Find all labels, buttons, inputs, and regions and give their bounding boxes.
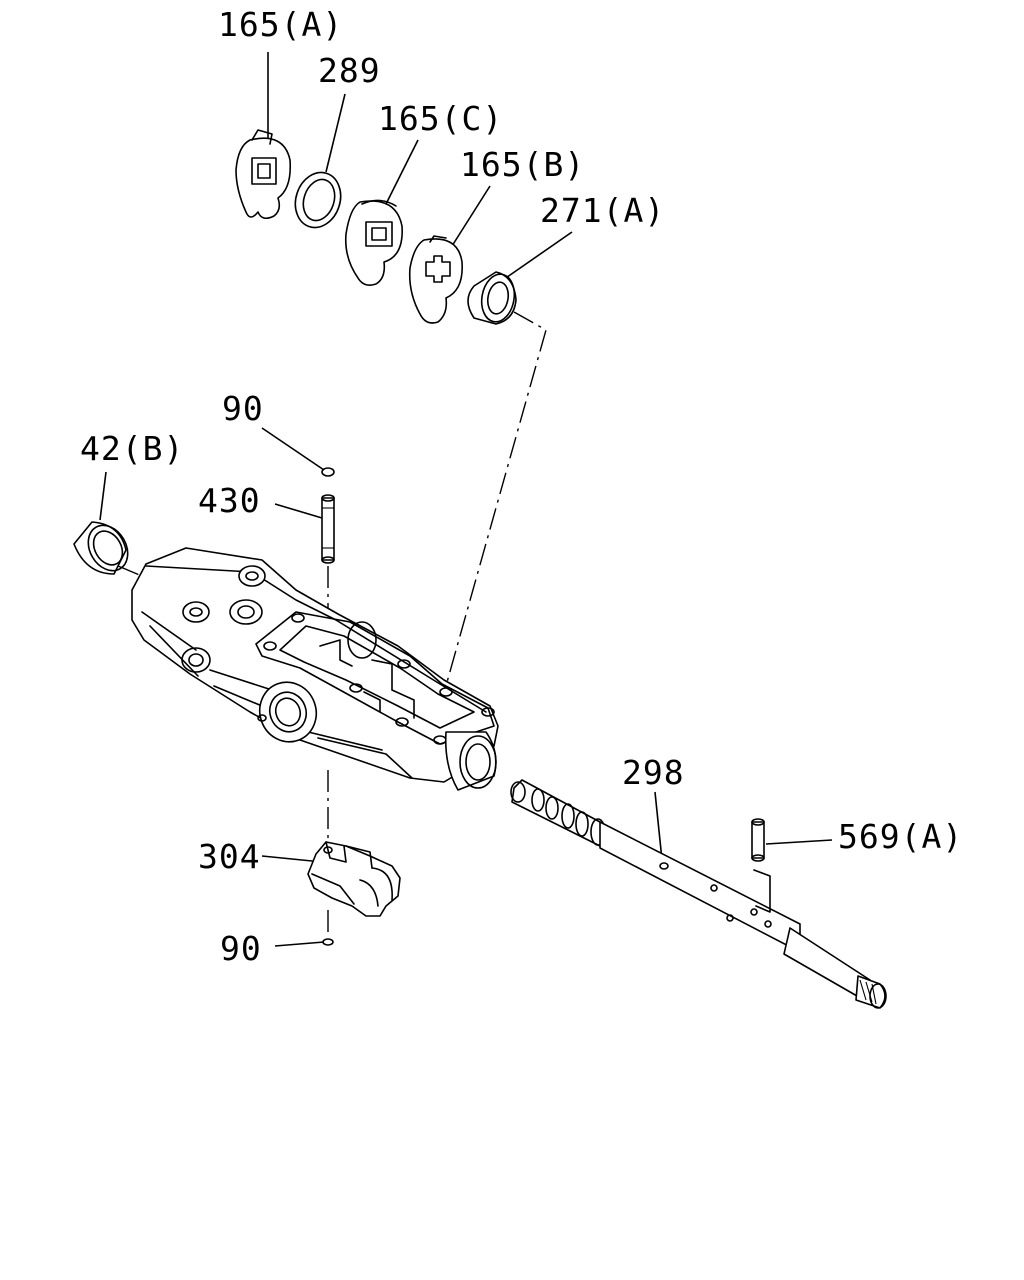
part-42b-bushing: [73, 521, 129, 575]
part-housing: [131, 547, 499, 791]
part-304-block: [307, 841, 401, 917]
label-298: 298: [622, 753, 685, 792]
label-165b: 165(B): [460, 145, 585, 184]
label-90-top: 90: [222, 389, 264, 428]
part-289-ring: [294, 171, 342, 229]
part-298-shaft: [510, 779, 887, 1009]
label-271a: 271(A): [540, 191, 665, 230]
part-430-pin: [321, 494, 335, 564]
part-165b-plate: [408, 235, 463, 324]
label-304: 304: [198, 837, 261, 876]
label-289: 289: [318, 51, 381, 90]
part-165c-plate: [344, 199, 403, 286]
label-430: 430: [198, 481, 261, 520]
part-271a-bushing: [467, 271, 517, 325]
label-165a: 165(A): [218, 5, 343, 44]
part-569a-pin: [751, 818, 765, 862]
part-90-top-oring: [321, 467, 335, 477]
leader-lines: [99, 52, 833, 947]
part-165a-plate: [235, 129, 292, 220]
label-90-bottom: 90: [220, 929, 262, 968]
label-569a: 569(A): [838, 817, 963, 856]
label-42b: 42(B): [80, 429, 184, 468]
label-165c: 165(C): [378, 99, 503, 138]
part-90-bottom-oring: [322, 938, 334, 946]
